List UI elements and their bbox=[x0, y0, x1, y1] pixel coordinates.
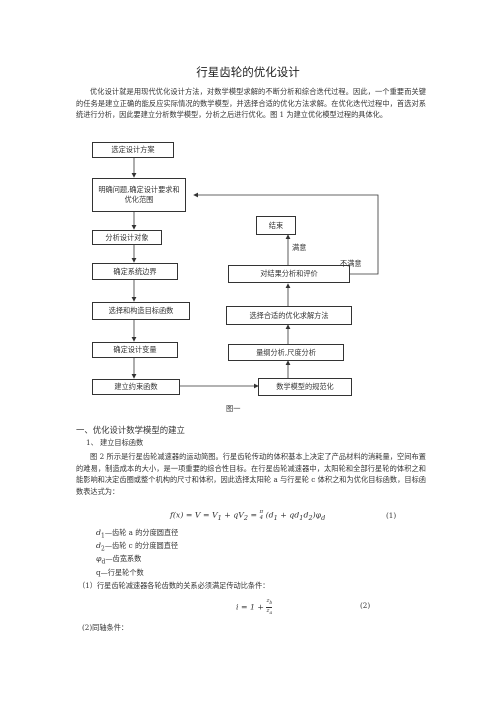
flow-box-select-design: 选定设计方案 bbox=[92, 142, 174, 158]
flow-box-analyze-object: 分析设计对象 bbox=[92, 230, 162, 245]
label-unsatisfied: 不满意 bbox=[340, 259, 362, 268]
flow-box-system-boundary: 确定系统边界 bbox=[92, 263, 178, 280]
flow-box-solve-method: 选择合适的优化求解方法 bbox=[226, 306, 352, 325]
flow-box-evaluate: 对结果分析和评价 bbox=[228, 265, 350, 283]
section-heading: 一、优化设计数学模型的建立 bbox=[76, 425, 185, 435]
flow-box-define-problem: 明确问题,确定设计要求和优化范围 bbox=[92, 178, 186, 212]
def-d2: d2—齿轮 c 的分度圆直径 bbox=[96, 541, 179, 553]
flow-box-normalize: 数学模型的规范化 bbox=[258, 378, 352, 396]
def-d1: d1—齿轮 a 的分度圆直径 bbox=[96, 528, 179, 540]
body-paragraph: 图 2 所示是行星齿轮减速器的运动简图。行星齿轮传动的体积基本上决定了产品材料的… bbox=[76, 452, 426, 496]
flow-box-constraints: 建立约束函数 bbox=[92, 379, 180, 395]
equation-1-number: (1) bbox=[386, 511, 397, 520]
flow-box-design-variables: 确定设计变量 bbox=[92, 342, 178, 358]
flow-box-dimension-analysis: 量纲分析,尺度分析 bbox=[228, 344, 344, 361]
condition-2: (2)同轴条件： bbox=[82, 623, 129, 632]
figure-caption: 图一 bbox=[226, 404, 241, 413]
intro-paragraph: 优化设计就是用现代优化设计方法，对数学模型求解的不断分析和综合迭代过程。因此，一… bbox=[76, 87, 426, 120]
label-satisfied: 满意 bbox=[292, 243, 307, 252]
def-q: q—行星轮个数 bbox=[96, 568, 144, 577]
flow-box-end: 结束 bbox=[256, 216, 296, 235]
page-title: 行星齿轮的优化设计 bbox=[196, 65, 300, 79]
condition-1: （1）行星齿轮减速器各轮齿数的关系必须满足传动比条件： bbox=[78, 581, 270, 590]
equation-2-number: (2) bbox=[360, 601, 371, 610]
def-phi: φd—齿宽系数 bbox=[96, 554, 142, 566]
subsection-heading: 1、 建立目标函数 bbox=[86, 438, 144, 447]
flow-box-objective-function: 选择和构造目标函数 bbox=[92, 302, 190, 320]
